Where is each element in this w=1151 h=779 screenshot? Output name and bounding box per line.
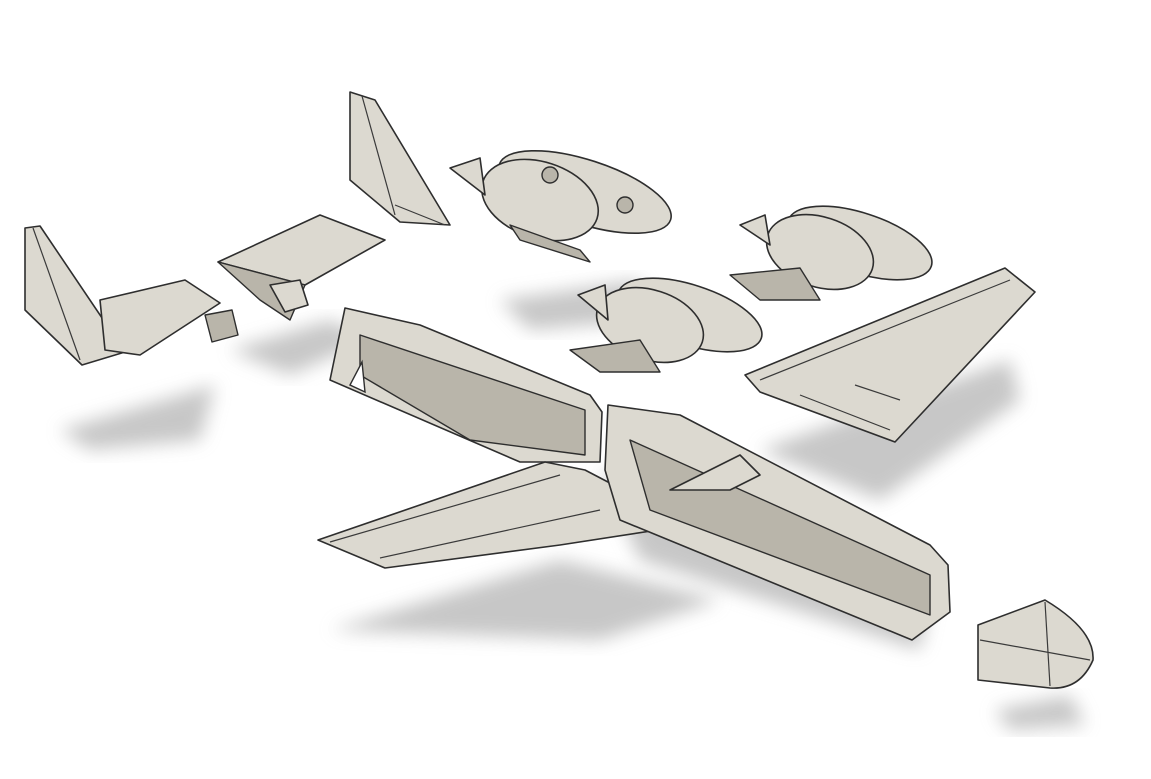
wing-right <box>744 267 1036 443</box>
horizontal-stabilizer <box>217 214 386 321</box>
fuselage-front-half <box>604 404 951 641</box>
engine-nacelle-top <box>449 149 672 263</box>
fuselage-rear-half <box>329 307 603 463</box>
tail-fin-left-assembly <box>24 225 239 366</box>
engine-nacelle-middle <box>569 277 763 373</box>
nose-cone <box>977 599 1094 689</box>
engine-nacelle-right <box>729 205 933 301</box>
wing-left <box>317 461 691 569</box>
vertical-fin <box>349 91 451 226</box>
